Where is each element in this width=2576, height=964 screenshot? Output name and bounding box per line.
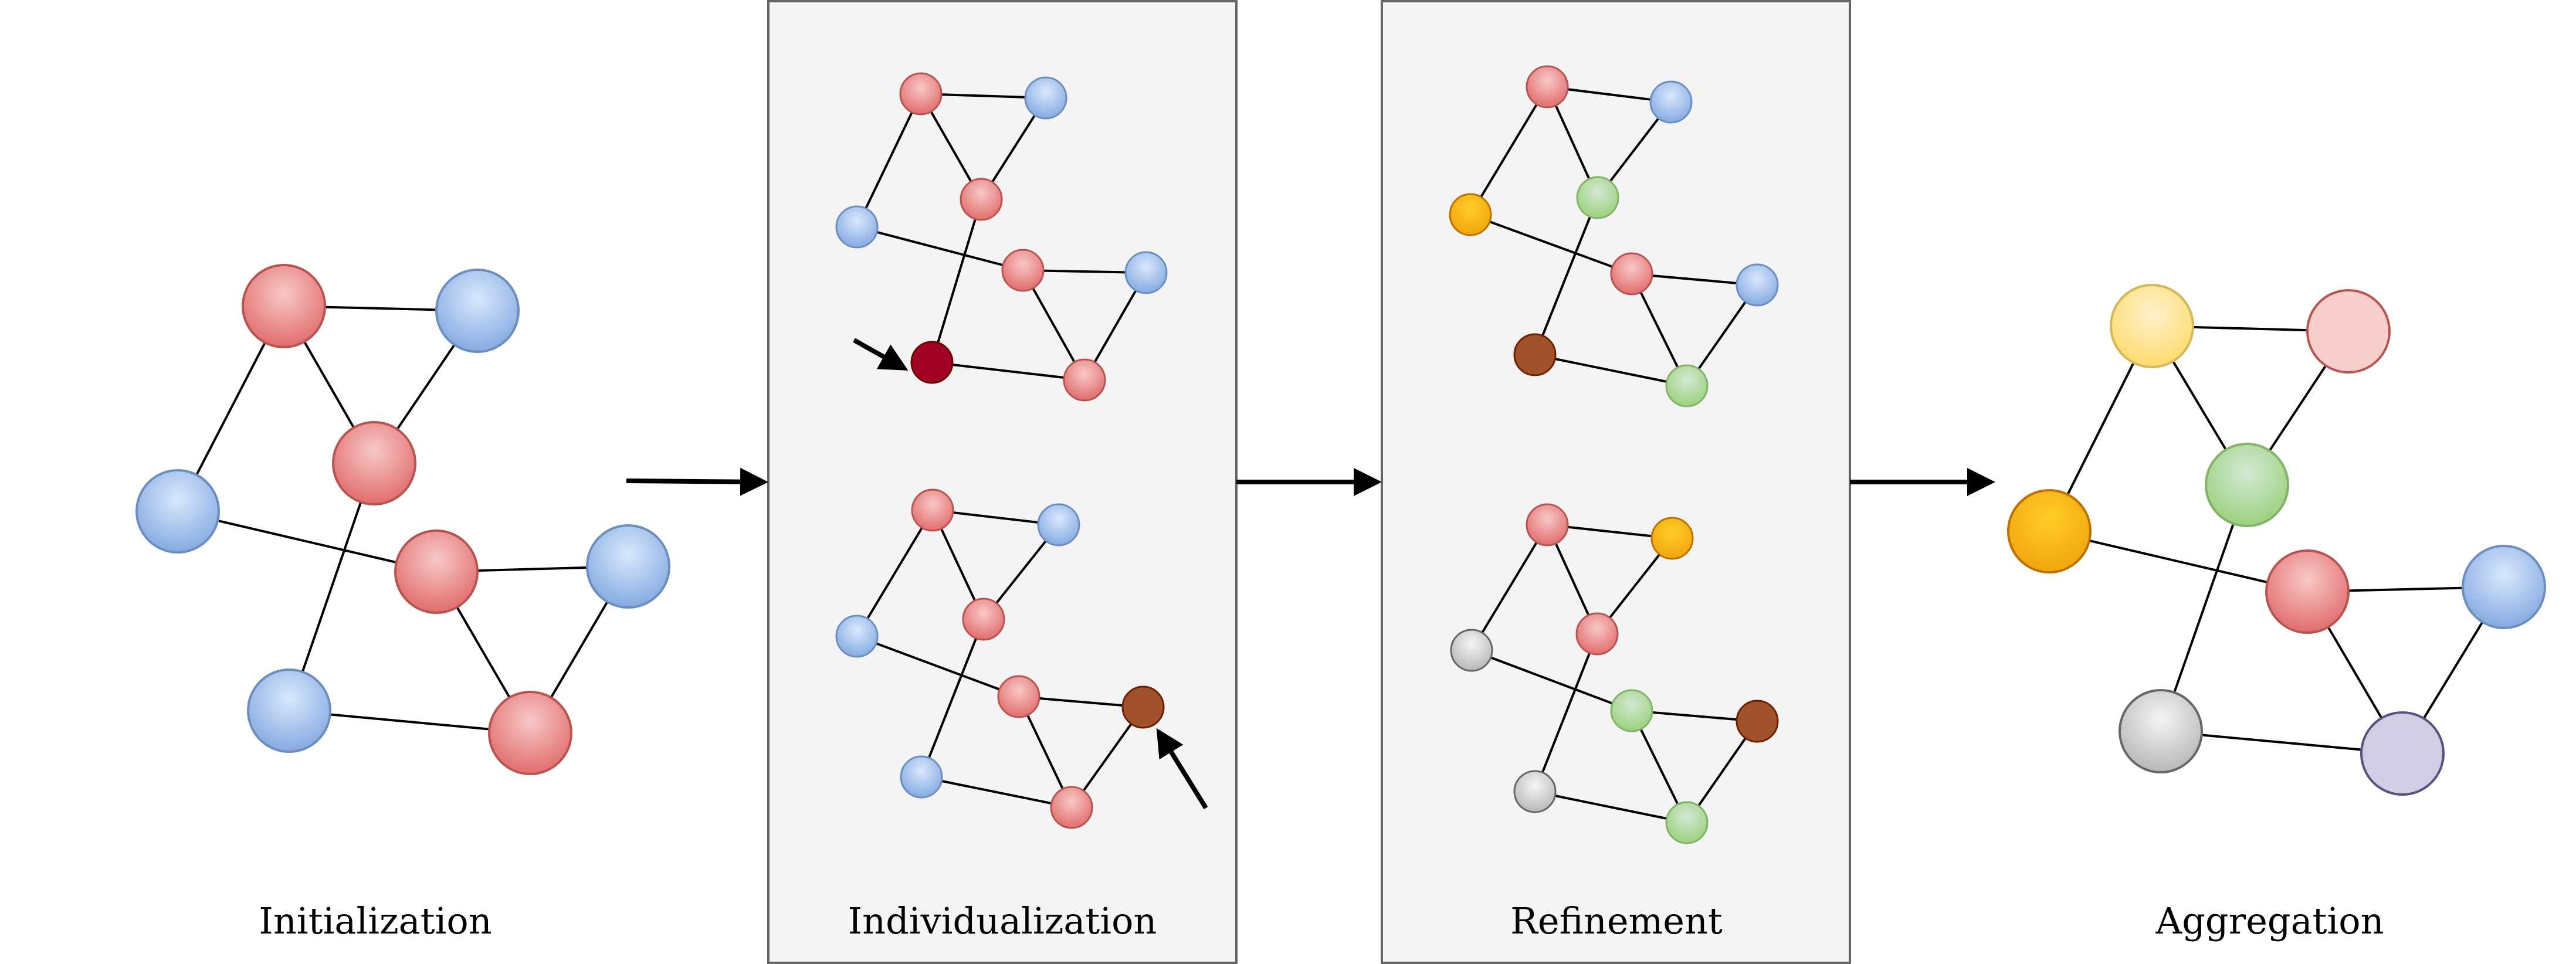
graph-node-red: [1575, 612, 1619, 656]
graph-node-blue: [247, 668, 331, 753]
graph-individualization-bottom: [835, 488, 1165, 829]
graph-node-blue: [1124, 251, 1168, 294]
graph-edge: [856, 93, 922, 228]
graph-node-red: [2265, 549, 2350, 634]
graph-refinement-bottom: [1450, 503, 1779, 844]
graph-node-gray: [1450, 629, 1493, 672]
graph-node-red: [960, 178, 1003, 221]
graph-node-green: [1665, 364, 1709, 408]
graph-node-blue: [435, 269, 520, 353]
graph-node-lavender: [2360, 711, 2445, 796]
graph-edge: [931, 199, 982, 363]
graph-node-blue: [900, 755, 943, 799]
graph-node-blue: [1649, 80, 1693, 124]
graph-node-red: [242, 264, 326, 348]
refinement-panel: [1381, 0, 1851, 964]
graph-node-red: [899, 72, 943, 116]
graph-node-red: [332, 421, 416, 505]
pointer-arrow-bottom: [1156, 728, 1208, 810]
graph-node-red: [1001, 249, 1045, 292]
graph-aggregation: [2007, 284, 2546, 796]
graph-node-gray: [2119, 689, 2203, 773]
graph-node-yellow: [2110, 284, 2194, 368]
graph-node-pink: [2306, 289, 2391, 374]
graph-edge: [1470, 213, 1632, 275]
graph-initialization: [135, 264, 670, 775]
graph-node-gray: [1513, 770, 1557, 813]
graph-node-brown: [1736, 700, 1779, 743]
graph-node-green: [2205, 443, 2289, 527]
graph-edge: [1534, 790, 1687, 824]
graph-node-green: [1665, 801, 1709, 844]
graph-node-blue: [835, 205, 879, 249]
graph-edge: [1534, 197, 1599, 355]
graph-refinement-top: [1449, 65, 1779, 408]
graph-node-red: [911, 488, 954, 532]
graph-node-blue: [835, 615, 879, 658]
graph-edge: [1471, 649, 1632, 712]
graph-node-red: [488, 691, 572, 775]
graph-node-blue: [135, 469, 220, 554]
graph-node-red: [962, 598, 1005, 641]
stage-label-individualization: Individualization: [848, 899, 1157, 942]
graph-individualization-top: [835, 72, 1168, 402]
graph-node-orange: [1449, 193, 1492, 236]
graph-edge: [1534, 633, 1598, 792]
graph-node-brown: [1121, 685, 1165, 729]
graph-node-red: [997, 675, 1040, 718]
graph-node-red: [1063, 358, 1106, 402]
graph-node-red: [394, 529, 479, 614]
graph-edge: [288, 463, 375, 711]
graph-node-green: [1576, 176, 1619, 219]
graph-edge: [920, 619, 985, 778]
graph-edge: [856, 635, 1019, 698]
graph-edge: [1470, 524, 1548, 651]
graph-node-crimson: [910, 341, 954, 384]
individualization-panel: [767, 0, 1238, 964]
stage-label-refinement: Refinement: [1510, 899, 1723, 942]
graph-node-red: [1610, 252, 1653, 296]
graph-edge: [921, 776, 1072, 809]
arrow-init-to-individualization: [626, 467, 768, 496]
graph-edge: [1469, 86, 1548, 216]
graph-node-red: [1050, 786, 1093, 829]
graph-edge: [2160, 484, 2248, 732]
graph-node-orange: [2007, 489, 2092, 573]
graph-node-blue: [2462, 545, 2546, 629]
graph-node-blue: [1024, 76, 1067, 120]
graph-node-blue: [586, 524, 670, 609]
stage-label-aggregation: Aggregation: [2155, 899, 2384, 942]
graph-node-orange: [1650, 517, 1694, 560]
pointer-arrow-top: [853, 338, 909, 371]
graph-edge: [856, 509, 934, 637]
graph-edge: [177, 510, 437, 573]
graph-edge: [2049, 530, 2308, 593]
graph-node-blue: [1037, 503, 1080, 547]
graph-node-red: [1526, 65, 1569, 108]
graph-node-green: [1610, 689, 1653, 732]
stage-label-initialization: Initialization: [259, 899, 492, 942]
graph-node-red: [1526, 503, 1569, 547]
graph-edge: [931, 361, 1085, 381]
graph-edge: [1534, 354, 1687, 387]
graph-edge: [856, 226, 1023, 271]
graph-node-brown: [1513, 333, 1557, 376]
graph-node-blue: [1736, 263, 1779, 307]
